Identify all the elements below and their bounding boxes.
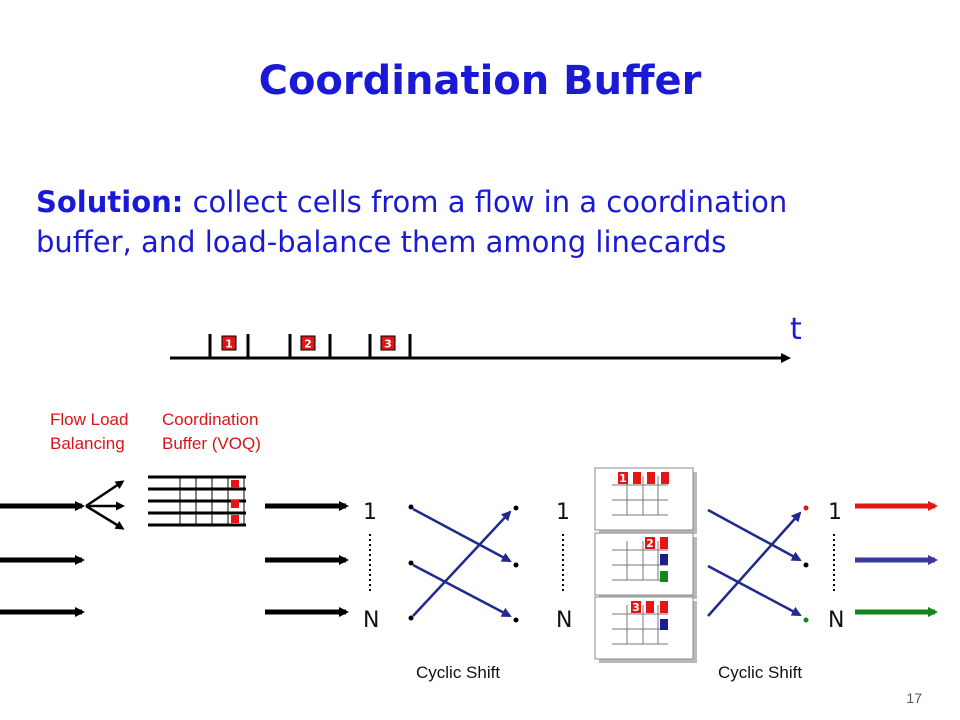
solution-text-1: collect cells from a flow in a coordinat… [183, 185, 788, 219]
coord-buffer-label-1: Coordination [162, 410, 259, 429]
time-cell-3: 3 [380, 335, 396, 351]
linecard-1-cell-label: 1 [619, 472, 627, 485]
solution-line-1: Solution: collect cells from a flow in a… [36, 182, 936, 222]
stage1-bottom-label: N [363, 608, 380, 633]
linecard-3: 3 [594, 596, 697, 663]
stage2-top-label: 1 [556, 500, 570, 525]
port-dot [803, 562, 809, 568]
slide-title: Coordination Buffer [258, 58, 702, 104]
buffer-cell [231, 515, 239, 523]
page-number: 17 [906, 690, 922, 706]
stage1-top-label: 1 [363, 500, 377, 525]
time-cell-1-label: 1 [225, 338, 233, 351]
port-dot [408, 504, 414, 510]
port-dot [513, 617, 519, 623]
coord-buffer-label: Coordination Buffer (VOQ) [162, 408, 261, 456]
port-dot [803, 617, 809, 623]
port-dot [408, 560, 414, 566]
time-cell-1: 1 [221, 335, 237, 351]
cyclic-shift-caption-1: Cyclic Shift [416, 663, 501, 682]
time-cell-3-label: 3 [384, 338, 392, 351]
timeline: 1 2 3 [170, 334, 791, 363]
flow-fan [85, 480, 125, 530]
solution-lead: Solution: [36, 185, 184, 219]
port-dot [803, 505, 809, 511]
solution-line-2: buffer, and load-balance them among line… [36, 225, 727, 259]
port-dot [513, 562, 519, 568]
stage2-bottom-label: N [556, 608, 573, 633]
time-cell-2: 2 [300, 335, 316, 351]
flow-lb-label-1: Flow Load [50, 410, 129, 429]
flow-lb-label-2: Balancing [50, 434, 125, 453]
solution-text: Solution: collect cells from a flow in a… [36, 182, 936, 262]
linecard-2-cell-label: 2 [646, 537, 654, 550]
cyclic-shift-caption-2: Cyclic Shift [718, 663, 803, 682]
buffer-cell [231, 480, 239, 488]
cyclic-shift-1 [408, 504, 519, 623]
stage3-bottom-label: N [828, 608, 845, 633]
time-axis-label: t [790, 312, 802, 347]
flow-lb-label: Flow Load Balancing [50, 408, 128, 456]
linecard-3-cell-label: 3 [632, 601, 640, 614]
buffer-cell [231, 500, 239, 508]
time-cell-2-label: 2 [304, 338, 312, 351]
coord-buffer-label-2: Buffer (VOQ) [162, 434, 261, 453]
port-dot [513, 505, 519, 511]
linecard-1: 1 [594, 467, 697, 534]
stage3-top-label: 1 [828, 500, 842, 525]
linecard-2: 2 [594, 532, 697, 599]
cyclic-shift-2 [707, 505, 809, 623]
coordination-buffer-grid [148, 475, 246, 527]
port-dot [408, 615, 414, 621]
